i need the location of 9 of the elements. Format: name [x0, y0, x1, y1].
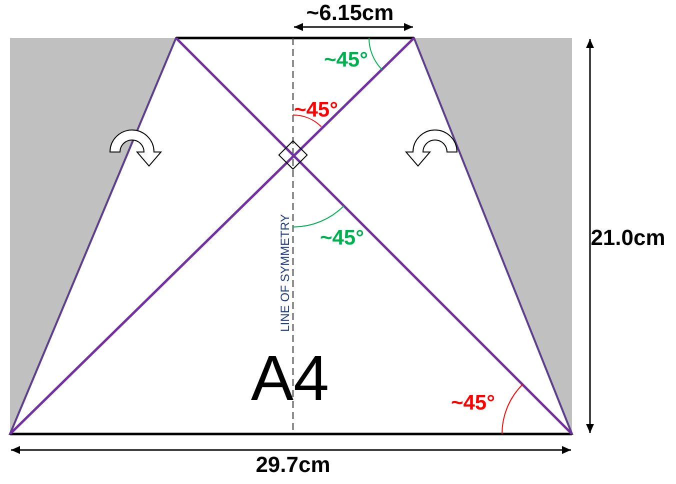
dimension-label: 21.0cm: [590, 227, 666, 249]
angle-label: ~45°: [450, 392, 496, 414]
angle-label: ~45°: [324, 50, 368, 70]
dimension-label: 29.7cm: [256, 454, 330, 476]
paper-size-label: A4: [250, 346, 330, 410]
angle-label: ~45°: [294, 100, 338, 120]
axis-label: LINE OF SYMMETRY: [279, 214, 291, 332]
dimension-label: ~6.15cm: [306, 2, 394, 24]
angle-label: ~45°: [320, 228, 364, 248]
